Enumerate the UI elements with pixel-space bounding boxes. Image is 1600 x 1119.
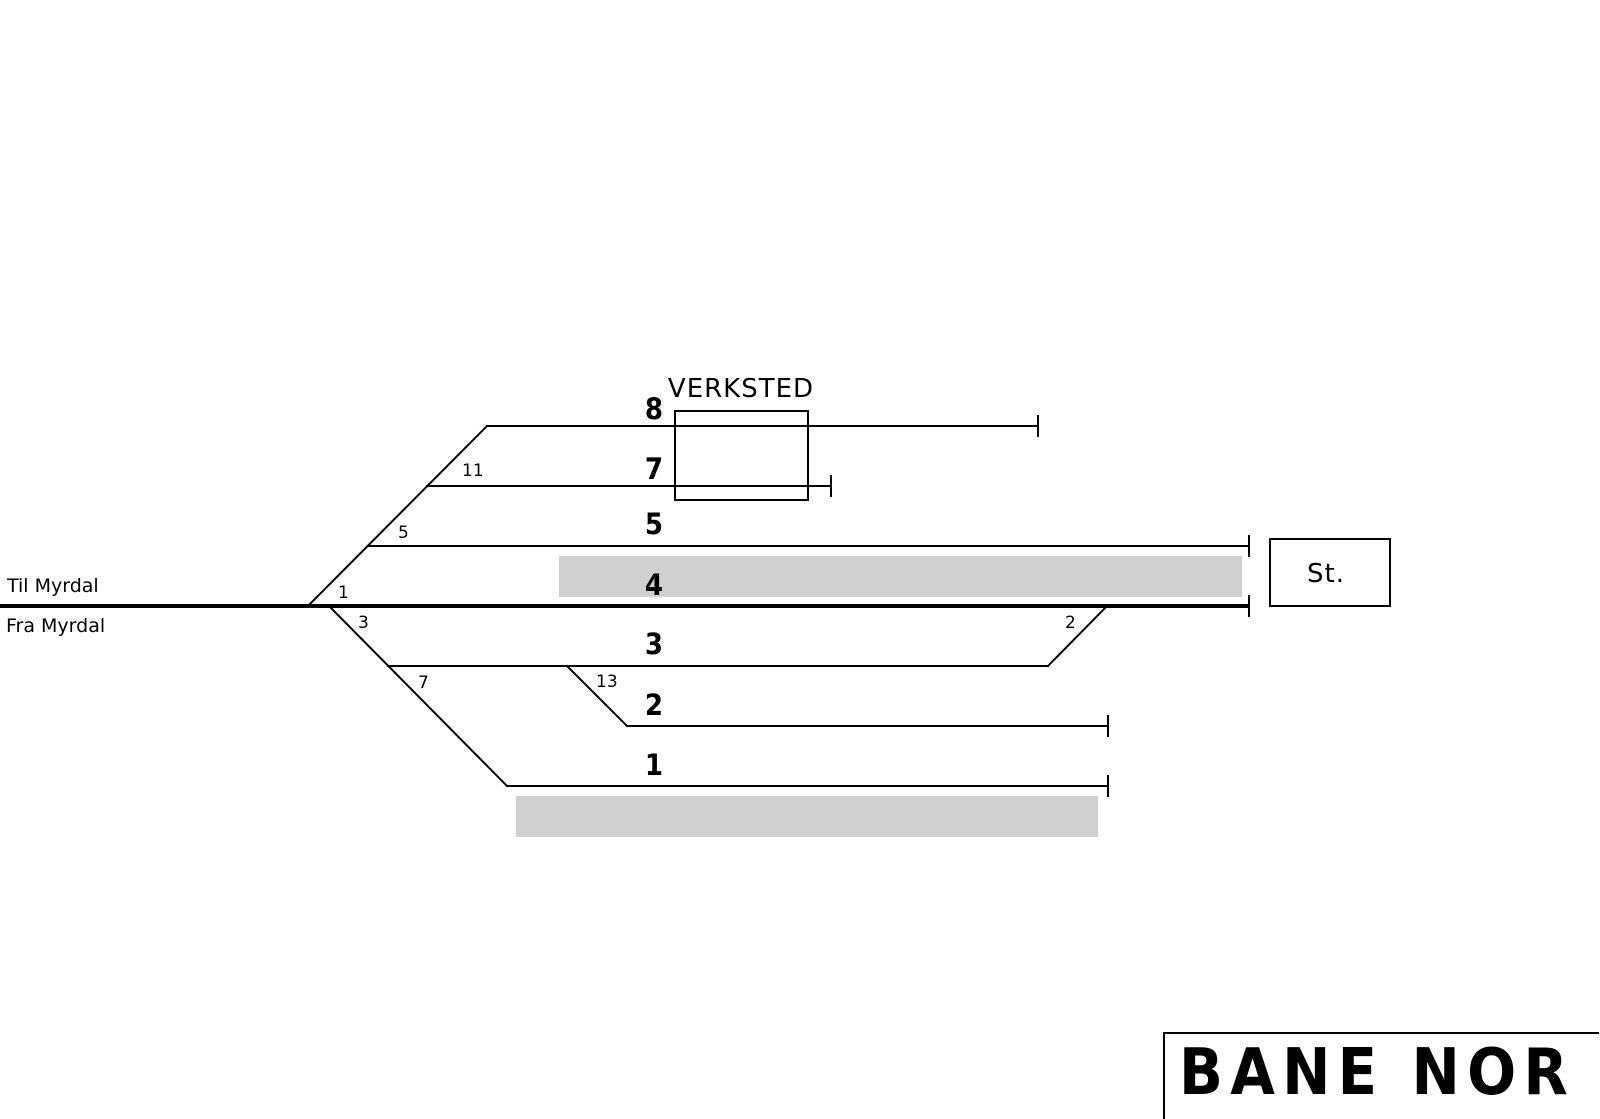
switch-number-7: 7 [418, 673, 429, 693]
direction-label-from: Fra Myrdal [6, 615, 105, 637]
switch-number-3: 3 [358, 613, 369, 633]
track-number-5: 5 [645, 507, 663, 541]
track-number-7: 7 [645, 452, 663, 486]
station-building [1269, 538, 1391, 607]
switch-number-5: 5 [398, 523, 409, 543]
track-number-4: 4 [645, 568, 663, 602]
switch-diagonal-lower [327, 604, 509, 788]
switch-number-1: 1 [338, 583, 349, 603]
switch-number-11: 11 [462, 461, 484, 481]
track-number-2: 2 [645, 688, 663, 722]
platform-track-4 [559, 556, 1242, 597]
switch-diagonal-upper [306, 424, 489, 608]
switch-number-2: 2 [1065, 613, 1076, 633]
track-number-3: 3 [645, 627, 663, 661]
track-3-crossover [1046, 604, 1109, 668]
track-number-1: 1 [645, 748, 663, 782]
bane-nor-logo: BANE NOR [1163, 1032, 1599, 1119]
switch-number-13: 13 [596, 672, 618, 692]
platform-track-1 [516, 796, 1098, 837]
workshop-label: VERKSTED [668, 374, 814, 404]
workshop-building [674, 410, 809, 501]
switch-diagonal-13 [565, 664, 629, 728]
station-label: St. [1307, 559, 1345, 589]
logo-text: BANE NOR [1179, 1036, 1575, 1110]
track-number-8: 8 [645, 392, 663, 426]
direction-label-to: Til Myrdal [6, 575, 99, 597]
logo-frame [1163, 1032, 1599, 1119]
